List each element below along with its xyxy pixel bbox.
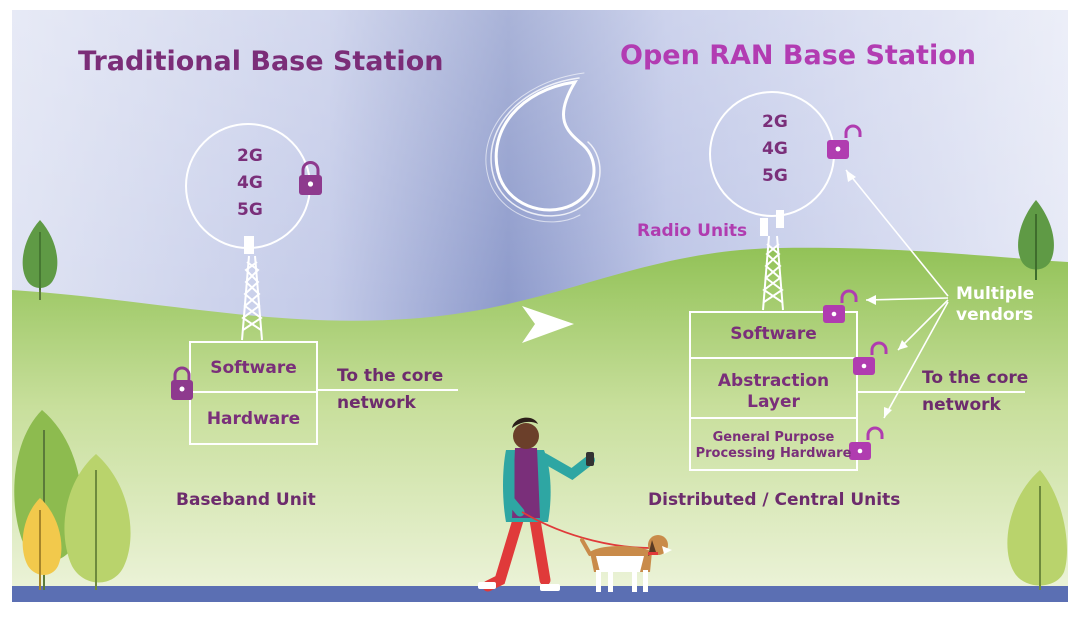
padlock-closed-icon xyxy=(299,161,322,195)
tower-icon xyxy=(241,236,263,341)
vendor-arrowheads xyxy=(846,170,908,418)
core-network-line1: To the core xyxy=(337,366,444,386)
gen-5g: 5G xyxy=(237,200,263,220)
dog-icon xyxy=(580,535,672,592)
core-network-line2-open: network xyxy=(922,395,1001,415)
software-label: Software xyxy=(210,358,297,378)
gp-hardware-line2: Processing Hardware xyxy=(695,446,852,461)
multiple-vendors-line2: vendors xyxy=(956,305,1034,325)
traditional-title: Traditional Base Station xyxy=(78,46,444,77)
vendor-pointers xyxy=(845,169,949,419)
tree-icon xyxy=(1007,470,1067,590)
open-ran-title: Open RAN Base Station xyxy=(620,40,976,71)
tree-icon xyxy=(64,454,131,590)
multiple-vendors-line1: Multiple xyxy=(956,284,1035,304)
tree-icon xyxy=(22,498,62,590)
software-label-open: Software xyxy=(730,324,817,344)
padlock-closed-icon xyxy=(171,366,193,400)
tree-icon xyxy=(22,220,58,300)
baseband-unit-label: Baseband Unit xyxy=(176,490,316,510)
radio-units-label: Radio Units xyxy=(637,221,748,241)
gen-5g-open: 5G xyxy=(762,166,788,186)
core-network-line1-open: To the core xyxy=(922,368,1029,388)
core-network-line2: network xyxy=(337,393,416,413)
gp-hardware-line1: General Purpose xyxy=(712,430,835,445)
road xyxy=(12,586,1068,602)
abstraction-line2: Layer xyxy=(747,392,800,412)
gen-2g: 2G xyxy=(237,146,263,166)
hardware-label: Hardware xyxy=(206,409,301,429)
hill xyxy=(12,247,1068,603)
padlock-open-icon xyxy=(853,341,888,375)
gen-4g-open: 4G xyxy=(762,139,788,159)
distributed-units-label: Distributed / Central Units xyxy=(648,490,901,510)
padlock-open-icon xyxy=(823,289,858,323)
tree-icon xyxy=(1018,200,1054,280)
gen-4g: 4G xyxy=(237,173,263,193)
abstraction-line1: Abstraction xyxy=(717,371,830,391)
gen-2g-open: 2G xyxy=(762,112,788,132)
arrow-right-icon xyxy=(522,306,574,343)
person-walking-icon xyxy=(478,417,651,592)
vodafone-logo-icon xyxy=(485,72,601,223)
tower-icon-open xyxy=(760,210,784,311)
padlock-open-icon xyxy=(827,124,862,159)
padlock-open-icon xyxy=(849,426,884,460)
